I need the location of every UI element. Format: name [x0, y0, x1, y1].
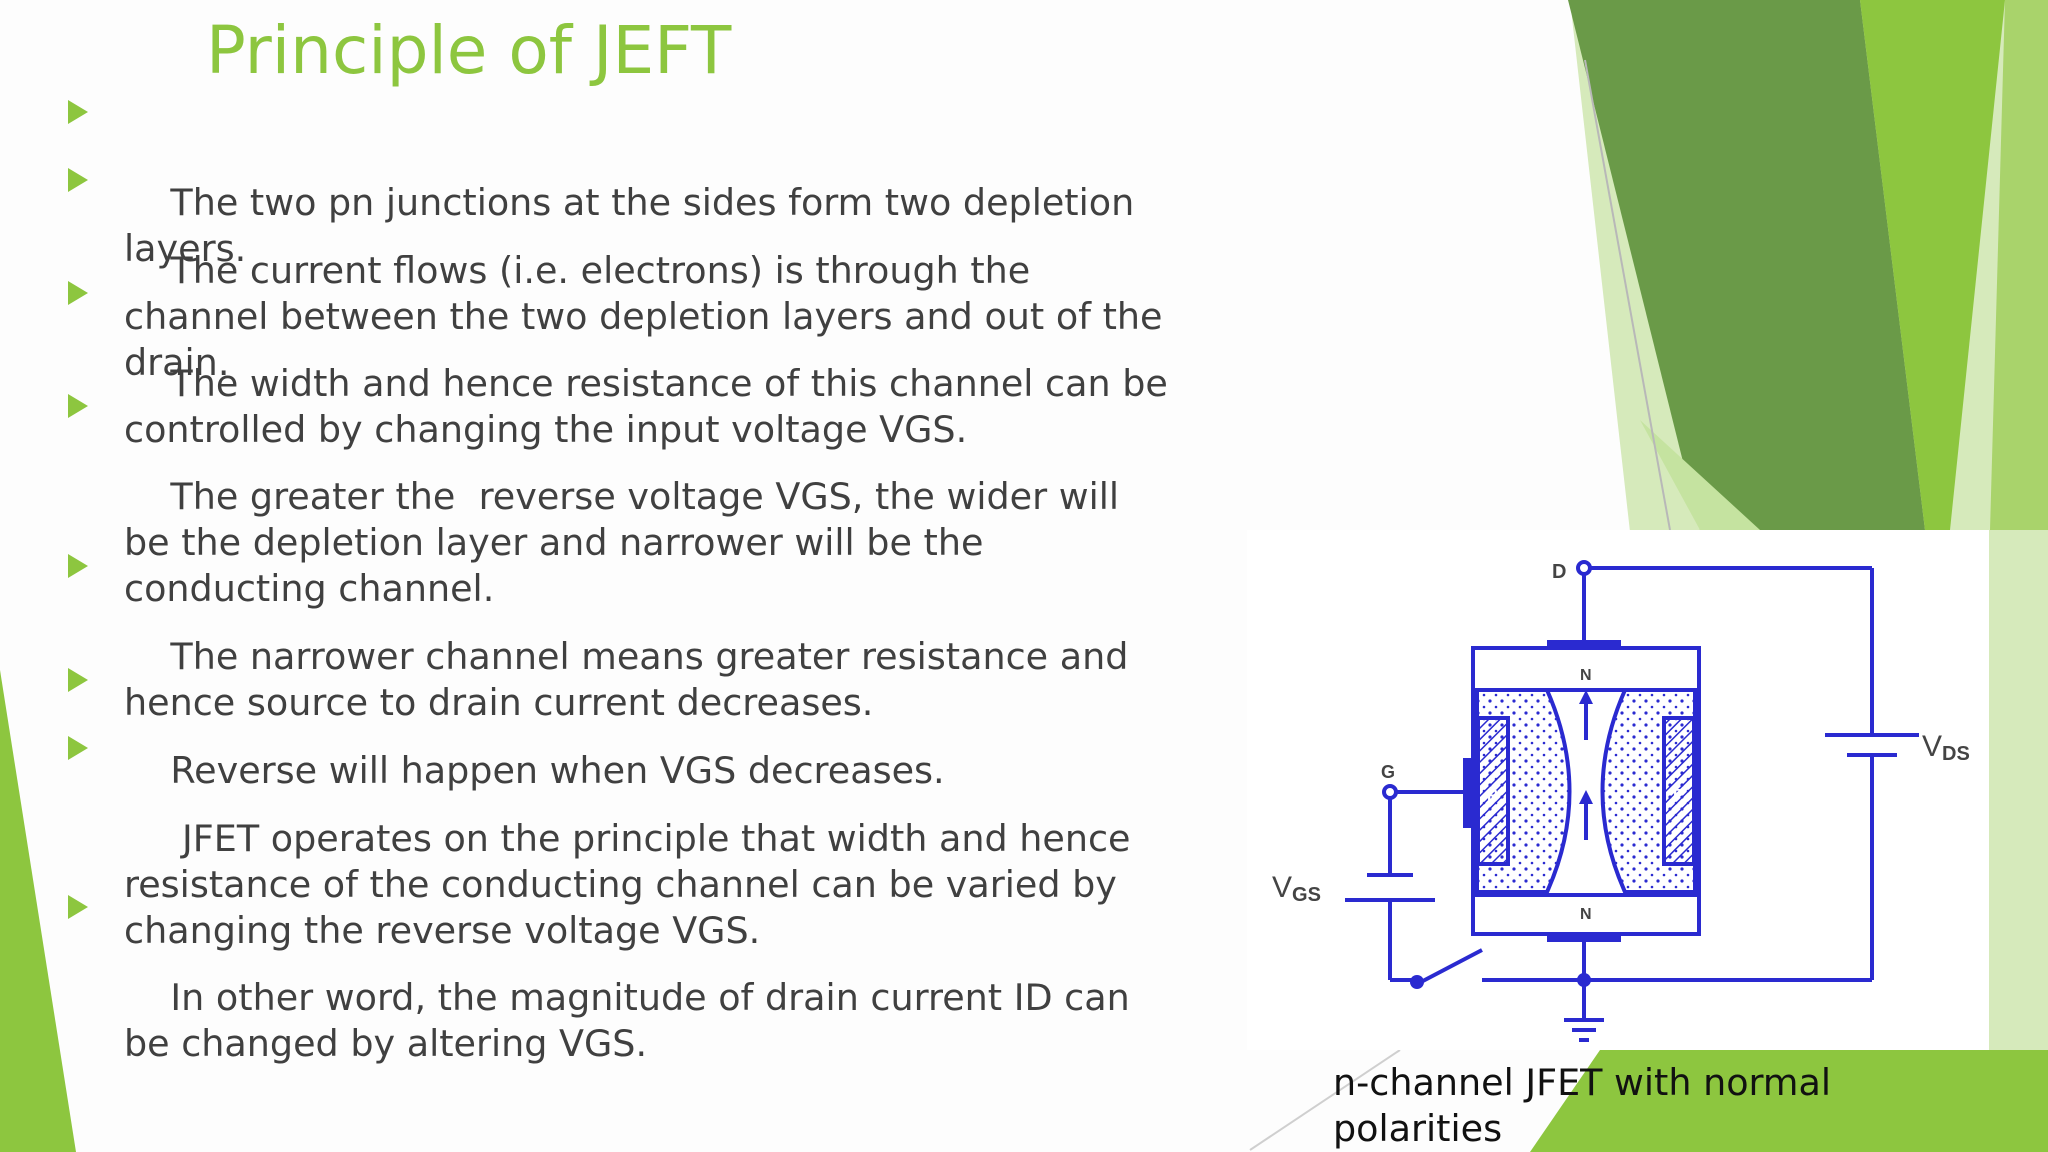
triangle-bullet-icon	[68, 668, 88, 692]
bullet-item: The greater the reverse voltage VGS, the…	[68, 382, 1174, 658]
bullet-text: Reverse will happen when VGS decreases.	[170, 749, 945, 792]
jfet-circuit-figure: D G N N P P VGS VDS	[1247, 530, 1989, 1050]
p-label-left: P	[1487, 787, 1498, 804]
n-label-bottom: N	[1580, 906, 1592, 923]
triangle-bullet-icon	[68, 736, 88, 760]
source-contact	[1547, 932, 1621, 942]
bullet-item: The two pn junctions at the sides form t…	[68, 88, 1174, 318]
bullet-item: JFET operates on the principle that widt…	[68, 724, 1174, 1000]
jfet-circuit-diagram: D G N N P P VGS VDS	[1272, 560, 1970, 1042]
switch-lever	[1420, 948, 1483, 984]
gate-label: G	[1381, 762, 1395, 782]
triangle-bullet-icon	[68, 394, 88, 418]
source-node	[1577, 973, 1591, 987]
drain-terminal	[1576, 560, 1592, 576]
triangle-bullet-icon	[68, 168, 88, 192]
drain-contact	[1547, 640, 1621, 650]
p-label-right: P	[1673, 787, 1684, 804]
current-arrow-bottom	[1579, 790, 1593, 804]
switch-pivot	[1410, 975, 1424, 989]
bullet-text: The greater the reverse voltage VGS, the…	[124, 475, 1131, 610]
p-region-left	[1476, 716, 1510, 866]
bullet-item: The width and hence resistance of this c…	[68, 269, 1174, 499]
bullet-item: Reverse will happen when VGS decreases.	[68, 656, 1174, 840]
gate-terminal	[1382, 784, 1398, 800]
current-arrow-top	[1579, 690, 1593, 704]
bullet-text: JFET operates on the principle that widt…	[124, 817, 1143, 952]
bullet-text: The width and hence resistance of this c…	[124, 362, 1180, 451]
slide-title: Principle of JEFT	[206, 12, 732, 89]
bullet-text: The current flows (i.e. electrons) is th…	[124, 249, 1175, 384]
bullet-item: In other word, the magnitude of drain cu…	[68, 883, 1174, 1113]
vds-label: VDS	[1922, 730, 1970, 765]
bullet-text: In other word, the magnitude of drain cu…	[124, 976, 1142, 1065]
triangle-bullet-icon	[68, 554, 88, 578]
bullet-item: The narrower channel means greater resis…	[68, 542, 1174, 772]
figure-caption: n-channel JFET with normal polarities	[1333, 1061, 1831, 1150]
n-label-top: N	[1580, 667, 1592, 684]
bullet-text: The narrower channel means greater resis…	[124, 635, 1141, 724]
gate-contact	[1463, 758, 1475, 828]
bullet-text: The two pn junctions at the sides form t…	[124, 181, 1146, 270]
triangle-bullet-icon	[68, 895, 88, 919]
vgs-label: VGS	[1272, 871, 1321, 906]
triangle-bullet-icon	[68, 281, 88, 305]
drain-label: D	[1552, 561, 1566, 583]
triangle-bullet-icon	[68, 100, 88, 124]
bullet-item: The current flows (i.e. electrons) is th…	[68, 156, 1175, 432]
p-region-right	[1662, 716, 1696, 866]
